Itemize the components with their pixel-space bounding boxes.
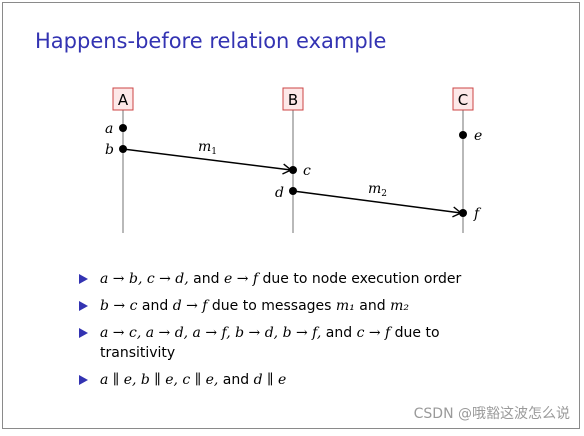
event-a-label: a bbox=[105, 121, 113, 137]
event-d-label: d bbox=[275, 185, 284, 201]
bullet-math: a → b, c → d, bbox=[100, 271, 189, 287]
bullet-item: a ∥ e, b ∥ e, c ∥ e, and d ∥ e bbox=[79, 370, 519, 390]
bullet-text: due to messages bbox=[207, 298, 336, 314]
slide: Happens-before relation example A B C m1… bbox=[2, 2, 580, 429]
bullet-item: a → c, a → d, a → f, b → d, b → f, and c… bbox=[79, 323, 519, 363]
bullet-math: m₁ bbox=[335, 298, 355, 314]
bullet-triangle-icon bbox=[79, 375, 88, 385]
bullet-math: d ∥ e bbox=[253, 372, 287, 388]
slide-title: Happens-before relation example bbox=[35, 29, 387, 53]
message-m2-label: m2 bbox=[368, 181, 387, 199]
event-a-dot bbox=[119, 124, 127, 132]
bullet-math: e → f bbox=[223, 271, 259, 287]
bullet-math: a → c, a → d, a → f, b → d, b → f, bbox=[100, 325, 322, 341]
event-d-dot bbox=[289, 187, 297, 195]
bullet-text: due to node execution order bbox=[258, 271, 462, 287]
node-label-b: B bbox=[288, 91, 298, 109]
bullet-math: d → f bbox=[172, 298, 208, 314]
bullet-math: m₂ bbox=[390, 298, 409, 314]
bullet-list: a → b, c → d, and e → f due to node exec… bbox=[79, 269, 519, 397]
bullet-text: and bbox=[137, 298, 173, 314]
bullet-text: and bbox=[354, 298, 391, 314]
bullet-triangle-icon bbox=[79, 274, 88, 284]
bullet-item: b → c and d → f due to messages m₁ and m… bbox=[79, 296, 519, 316]
event-b-dot bbox=[119, 145, 127, 153]
event-c-dot bbox=[289, 166, 297, 174]
node-box-b bbox=[282, 87, 304, 111]
bullet-item: a → b, c → d, and e → f due to node exec… bbox=[79, 269, 519, 289]
bullet-math: c → f bbox=[356, 325, 391, 341]
message-m2-arrow bbox=[292, 190, 463, 218]
event-f-label: f bbox=[473, 206, 482, 222]
bullet-text: due to transitivity bbox=[100, 325, 440, 361]
bullet-triangle-icon bbox=[79, 301, 88, 311]
event-e-dot bbox=[459, 131, 467, 139]
node-box-c bbox=[452, 87, 474, 111]
bullet-math: a ∥ e, b ∥ e, c ∥ e, bbox=[100, 372, 219, 388]
bullet-triangle-icon bbox=[79, 328, 88, 338]
watermark: CSDN @哦豁这波怎么说 bbox=[413, 406, 570, 422]
happens-before-diagram: A B C m1 m2 a b c d e f bbox=[105, 87, 482, 233]
event-c-label: c bbox=[303, 163, 311, 179]
event-b-label: b bbox=[105, 142, 114, 158]
message-m1-label: m1 bbox=[198, 139, 217, 157]
bullet-text: and bbox=[218, 372, 254, 388]
message-m1-arrow bbox=[122, 148, 293, 175]
bullet-text: and bbox=[188, 271, 224, 287]
bullet-text: and bbox=[321, 325, 357, 341]
node-label-a: A bbox=[118, 91, 129, 109]
node-label-c: C bbox=[458, 91, 468, 109]
bullet-math: b → c bbox=[100, 298, 138, 314]
event-e-label: e bbox=[474, 128, 482, 144]
event-f-dot bbox=[459, 209, 467, 217]
node-box-a bbox=[112, 87, 134, 111]
